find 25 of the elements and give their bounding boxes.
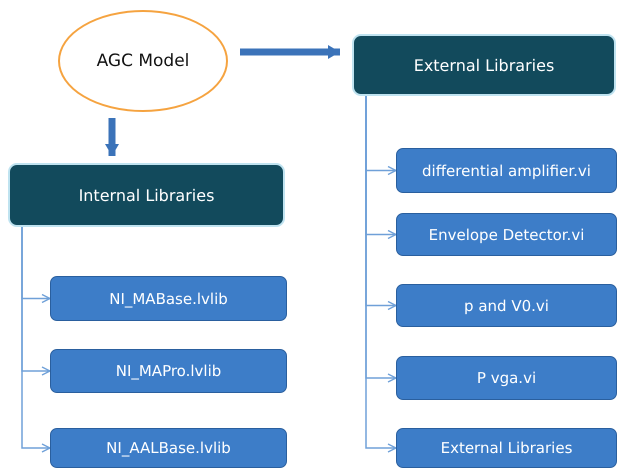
connector-arrow bbox=[365, 96, 397, 453]
node-label: External Libraries bbox=[440, 439, 572, 457]
node-label: AGC Model bbox=[96, 51, 190, 71]
node-label: differential amplifier.vi bbox=[422, 162, 591, 180]
node-label: Internal Libraries bbox=[78, 186, 214, 204]
header-box bbox=[352, 34, 616, 96]
node-label: NI_AALBase.lvlib bbox=[106, 439, 231, 457]
node-label: NI_MAPro.lvlib bbox=[116, 362, 222, 380]
node-label: p and V0.vi bbox=[464, 296, 549, 314]
block-arrow bbox=[240, 45, 340, 59]
file-box bbox=[50, 349, 287, 393]
block-arrow bbox=[105, 118, 119, 156]
file-box bbox=[396, 148, 617, 193]
node-label: Envelope Detector.vi bbox=[428, 226, 584, 244]
file-box bbox=[396, 284, 617, 327]
file-box bbox=[396, 213, 617, 256]
file-box bbox=[396, 356, 617, 400]
file-box bbox=[396, 428, 617, 468]
file-box bbox=[50, 276, 287, 321]
header-box bbox=[8, 163, 285, 227]
node-label: NI_MABase.lvlib bbox=[109, 290, 228, 308]
connector-arrow bbox=[21, 227, 51, 453]
file-box bbox=[50, 428, 287, 468]
node-label: External Libraries bbox=[414, 56, 554, 74]
node-label: P vga.vi bbox=[476, 369, 536, 387]
